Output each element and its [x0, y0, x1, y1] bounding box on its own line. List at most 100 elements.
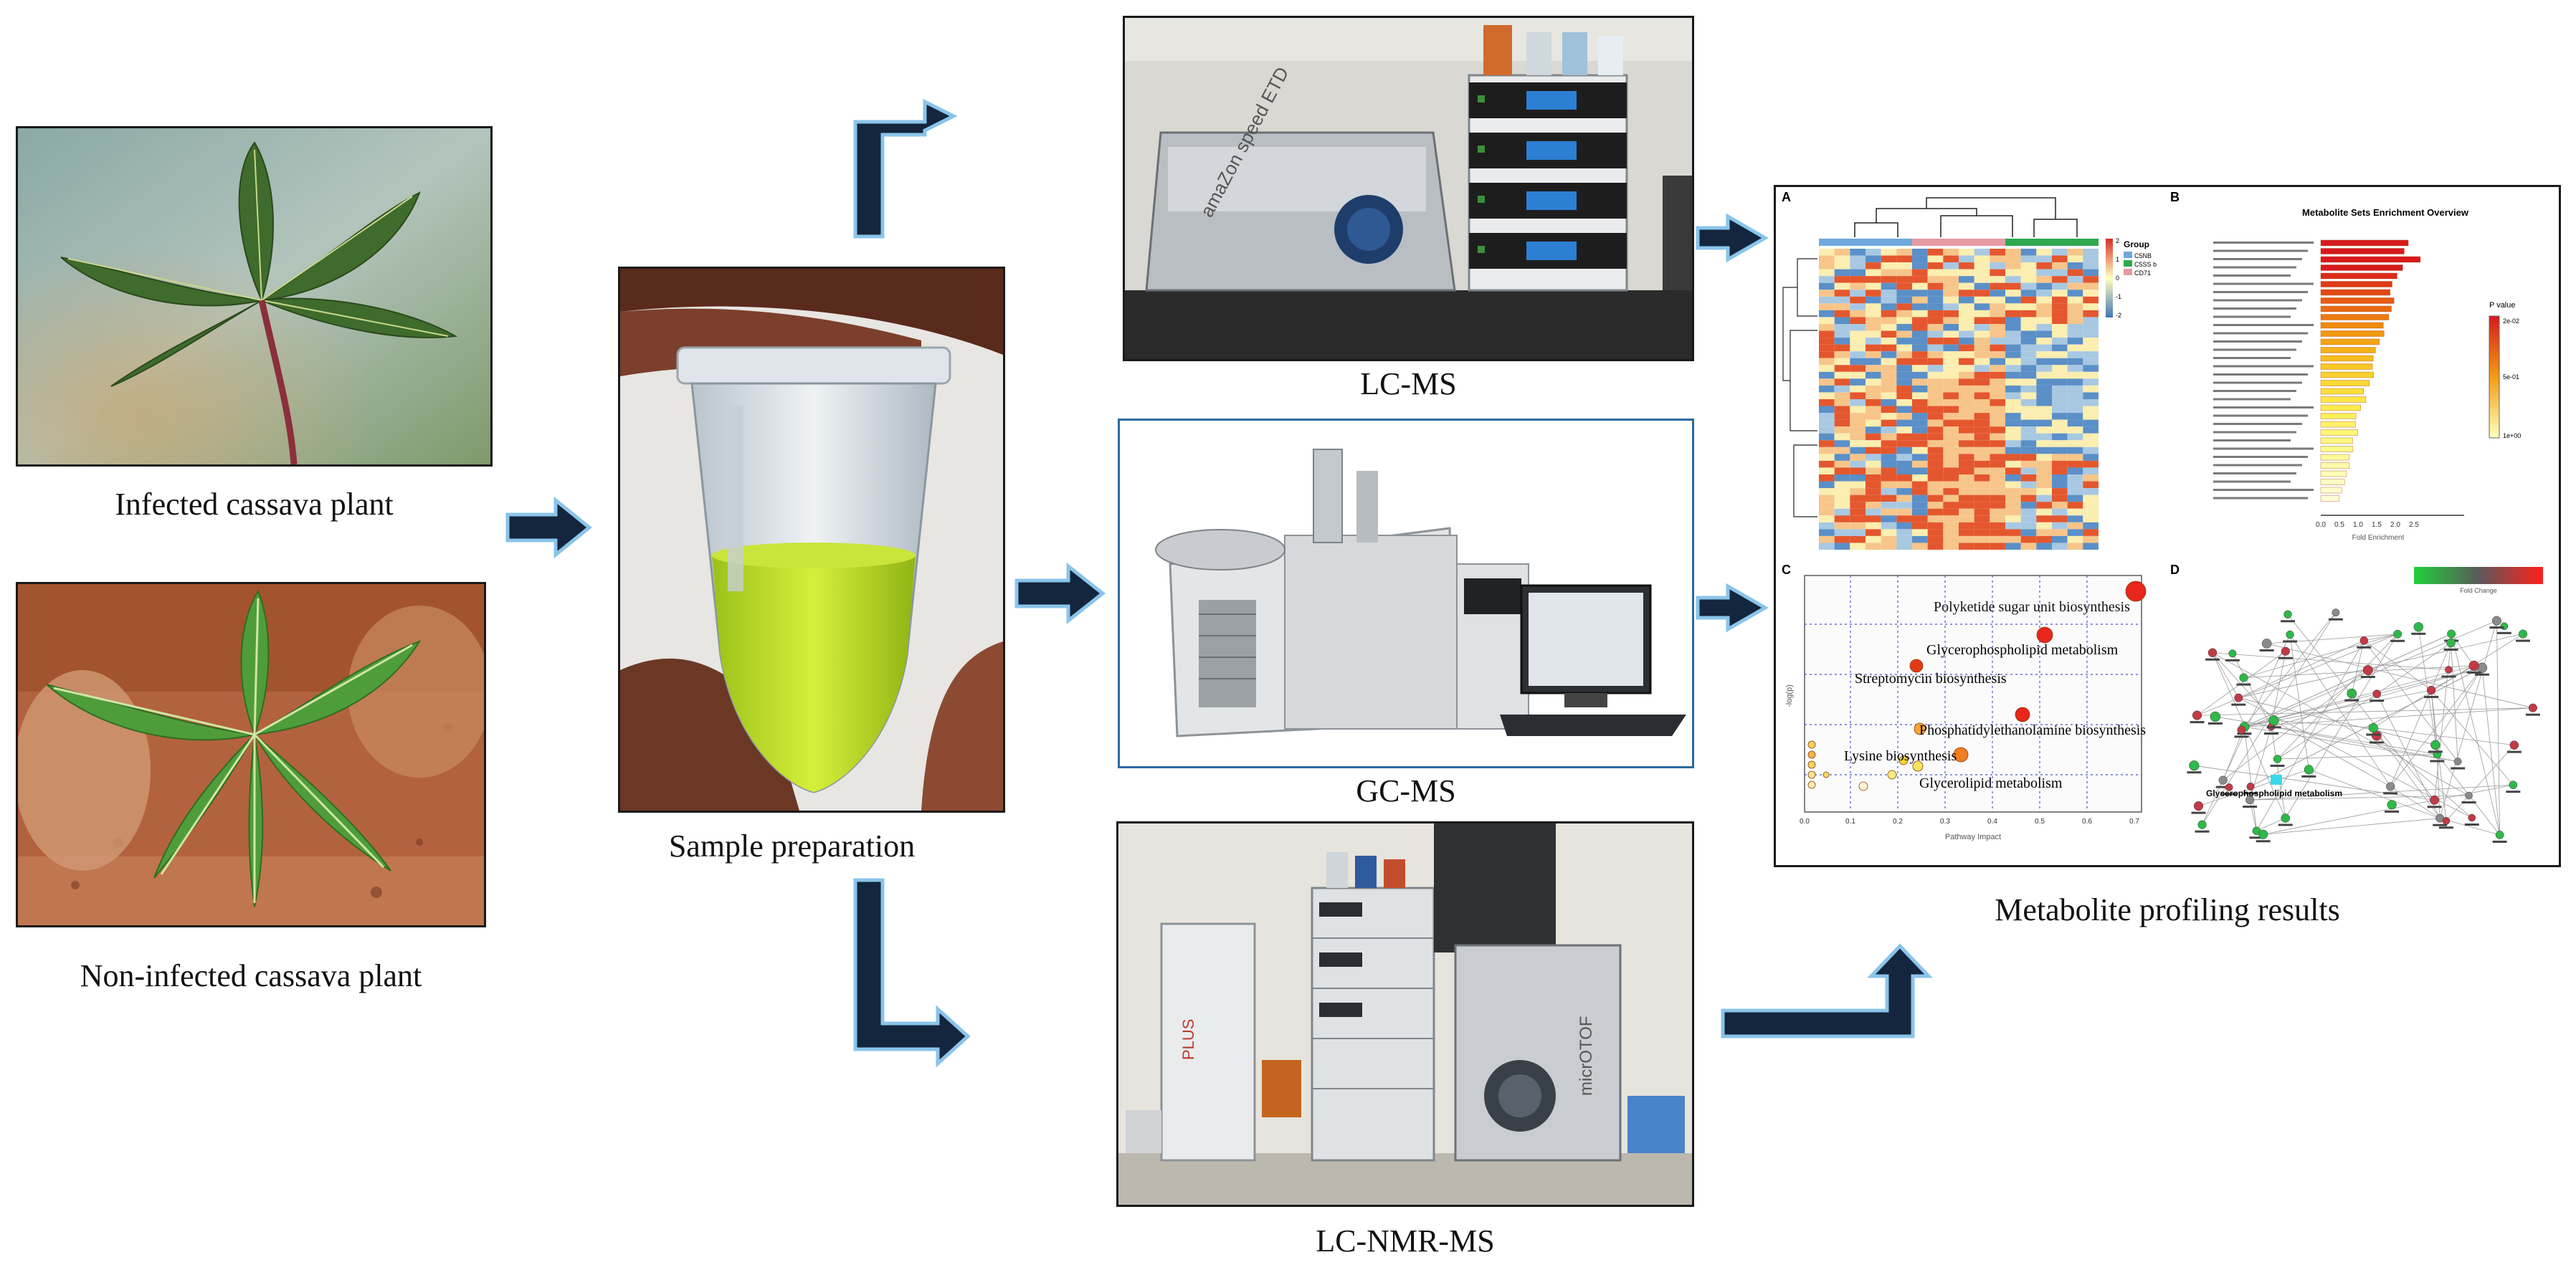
network-node — [2465, 791, 2473, 800]
network-edge — [2277, 634, 2398, 760]
heatmap-cell — [2020, 351, 2037, 358]
heatmap-cell — [1912, 460, 1928, 468]
heatmap-cell — [1896, 282, 1912, 290]
heatmap-cell — [1866, 467, 1881, 474]
heatmap-cell — [1834, 413, 1850, 420]
heatmap-cell — [2067, 413, 2083, 420]
heatmap-cell — [1866, 406, 1881, 414]
heatmap-cell — [1834, 474, 1850, 482]
heatmap-cell — [2036, 365, 2052, 372]
heatmap-cell — [1881, 310, 1897, 317]
heatmap-cell — [2052, 317, 2068, 324]
network-node — [2218, 775, 2228, 785]
arrow-sample-to-lcms — [853, 98, 958, 239]
heatmap-cell — [1881, 338, 1897, 345]
heatmap-cell — [1974, 543, 1990, 550]
heatmap-cell — [1927, 495, 1944, 502]
heatmap-cell — [1943, 426, 1959, 434]
heatmap-cell — [1850, 529, 1866, 536]
heatmap-cell — [1881, 365, 1897, 372]
heatmap-cell — [2020, 433, 2037, 441]
network-node-label — [2301, 775, 2316, 778]
heatmap-cell — [2020, 378, 2037, 386]
heatmap-cell — [2052, 515, 2068, 522]
network-node-label — [2461, 801, 2476, 804]
heatmap-cell — [1881, 317, 1897, 324]
heatmap-cell — [1990, 282, 2005, 290]
heatmap-cell — [1912, 324, 1928, 331]
network-node — [2286, 630, 2294, 639]
heatmap-cell — [1912, 419, 1928, 427]
heatmap-cell — [2083, 255, 2099, 263]
heatmap-cell — [2067, 310, 2083, 317]
heatmap-cell — [2036, 433, 2052, 441]
heatmap-cell — [1959, 508, 1974, 516]
heatmap-cell — [1881, 426, 1897, 434]
heatmap-cell — [1959, 351, 1974, 358]
heatmap-cell — [1943, 371, 1959, 379]
heatmap-cell — [2005, 426, 2021, 434]
heatmap-cell — [1974, 378, 1990, 386]
heatmap-cell — [1974, 488, 1990, 495]
heatmap-cell — [1866, 358, 1881, 366]
heatmap-cell — [1866, 481, 1881, 489]
heatmap-cell — [1990, 262, 2005, 269]
heatmap-cell — [2067, 543, 2083, 550]
heatmap-cell — [2052, 488, 2068, 495]
heatmap-cell — [1834, 262, 1850, 269]
heatmap-cell — [1881, 269, 1897, 277]
heatmap-cell — [1959, 344, 1974, 352]
results-caption: Metabolite profiling results — [1995, 892, 2340, 927]
network-edge — [2250, 667, 2483, 787]
heatmap-cell — [1866, 296, 1881, 304]
heatmap-cell — [1819, 522, 1835, 530]
network-node — [2228, 649, 2237, 658]
heatmap-cell — [2052, 358, 2068, 366]
network-edge — [2373, 634, 2524, 728]
heatmap-cell — [1912, 440, 1928, 447]
heatmap-cell — [1927, 399, 1944, 406]
heatmap-cell — [2067, 344, 2083, 352]
enrichment-bar-label — [2213, 414, 2308, 417]
heatmap-cell — [1943, 290, 1959, 297]
heatmap-cell — [1866, 508, 1881, 516]
svg-text:2e-02: 2e-02 — [2503, 317, 2519, 325]
heatmap-cell — [2067, 535, 2083, 543]
network-node-label — [2187, 771, 2202, 774]
heatmap-legend: Group C5NB C5SS b CD71 2 1 0 -1 -2 — [2106, 237, 2157, 319]
heatmap-cell — [1927, 413, 1944, 420]
heatmap-cell — [1834, 303, 1850, 310]
heatmap-cell — [2083, 488, 2099, 495]
heatmap-cell — [1850, 454, 1866, 461]
heatmap-cell — [1943, 310, 1959, 317]
enrichment-bar — [2320, 281, 2392, 287]
heatmap-cell — [1896, 296, 1912, 304]
heatmap-cell — [2036, 290, 2052, 297]
heatmap-cell — [1896, 249, 1912, 256]
heatmap-cell — [1990, 371, 2005, 379]
heatmap-cell — [1881, 460, 1897, 468]
heatmap-cell — [1959, 358, 1974, 366]
heatmap-cell — [2067, 406, 2083, 414]
heatmap-cell — [2020, 310, 2037, 317]
heatmap-cell — [1834, 399, 1850, 406]
enrichment-bar-label — [2213, 423, 2302, 425]
heatmap-cell — [2083, 378, 2099, 386]
heatmap-cell — [1819, 447, 1835, 454]
heatmap-cell — [1912, 535, 1928, 543]
heatmap-cell — [1959, 269, 1974, 277]
network-node-label — [2428, 750, 2443, 753]
heatmap-cell — [1990, 454, 2005, 461]
heatmap-cell — [1866, 399, 1881, 406]
enrichment-panel: B Metabolite Sets Enrichment Overview 0.… — [2170, 190, 2521, 542]
heatmap-cell — [1866, 269, 1881, 277]
network-node — [2234, 693, 2243, 702]
network-node — [2372, 689, 2381, 698]
enrichment-bar-label — [2213, 365, 2314, 368]
heatmap-cell — [1959, 282, 1974, 290]
heatmap-cell — [1959, 502, 1974, 509]
heatmap-cell — [2083, 454, 2099, 461]
network-node-label — [2366, 733, 2381, 736]
heatmap-cell — [1850, 406, 1866, 414]
heatmap-cell — [1819, 399, 1835, 406]
